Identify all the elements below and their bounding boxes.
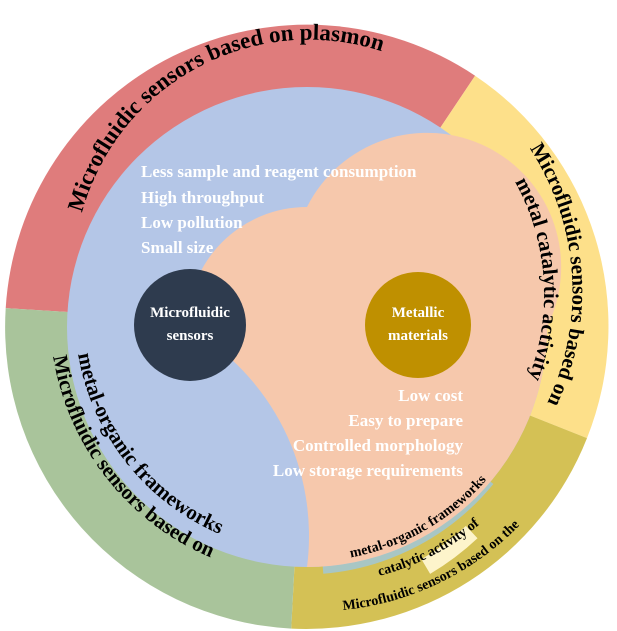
- metallic-advantage: Easy to prepare: [348, 411, 463, 430]
- microfluidic-sensors-circle: [134, 269, 246, 381]
- metallic-label-line2: materials: [388, 328, 448, 344]
- metallic-materials-circle: [365, 272, 471, 378]
- microfluidic-advantage: Less sample and reagent consumption: [141, 162, 417, 181]
- catalytic-highlight-band: [421, 525, 478, 574]
- metallic-advantage: Low storage requirements: [273, 461, 464, 480]
- metallic-advantage: Controlled morphology: [293, 436, 464, 455]
- metallic-advantages: Low cost Easy to prepare Controlled morp…: [273, 386, 464, 480]
- microfluidic-advantages: Less sample and reagent consumption High…: [141, 162, 417, 257]
- microfluidic-label-line2: sensors: [167, 328, 214, 344]
- microfluidic-advantage: Low pollution: [141, 213, 243, 232]
- microfluidic-advantage: Small size: [141, 238, 214, 257]
- microfluidic-advantage: High throughput: [141, 188, 264, 207]
- metallic-label-line1: Metallic: [392, 305, 445, 321]
- metallic-advantage: Low cost: [398, 386, 463, 405]
- microfluidic-label-line1: Microfluidic: [150, 305, 230, 321]
